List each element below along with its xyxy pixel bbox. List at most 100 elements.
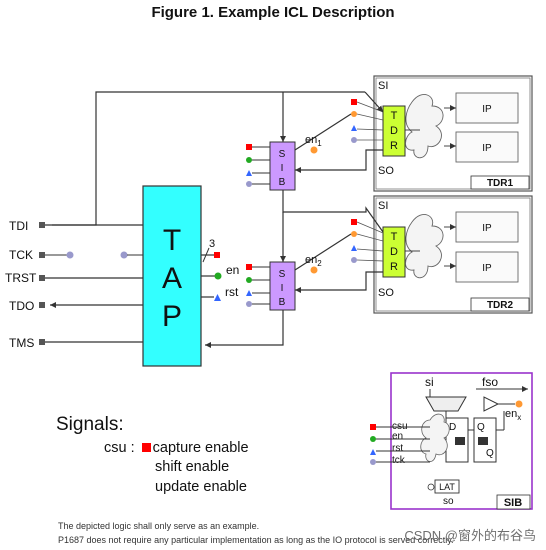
tap-controller: T A P 3 en rst bbox=[120, 185, 239, 367]
port-tdi-square bbox=[39, 222, 45, 228]
tdr1-letter-t: T bbox=[391, 110, 398, 122]
footnote-line-2: P1687 does not require any particular im… bbox=[58, 535, 454, 545]
port-tdo-square bbox=[39, 302, 45, 308]
figure-title: Figure 1. Example ICL Description bbox=[151, 4, 395, 21]
sib2-block bbox=[269, 261, 296, 311]
sib-detail: si fso D Q Q enx csu en rst bbox=[370, 372, 533, 510]
tdr2-name-box bbox=[470, 297, 530, 312]
sib-detail-en-dot bbox=[370, 436, 376, 442]
sib-detail-csu-label: csu bbox=[392, 421, 408, 432]
signals-title: Signals: bbox=[56, 414, 124, 435]
port-tck-square bbox=[39, 252, 45, 258]
sib-detail-enx-dot bbox=[515, 400, 523, 408]
sib-detail-lat-label: LAT bbox=[439, 482, 455, 492]
en2-label: en2 bbox=[305, 254, 322, 268]
sib-detail-csu-square bbox=[370, 424, 376, 430]
en1-label: en1 bbox=[305, 134, 322, 148]
sib-detail-tck-label: tck bbox=[392, 455, 406, 466]
port-tck-dot bbox=[66, 251, 74, 259]
tap-rst-label: rst bbox=[225, 285, 239, 299]
sib-detail-rst-label: rst bbox=[392, 443, 403, 454]
tdr1-so-label: SO bbox=[378, 165, 394, 177]
sib1-letter-s: S bbox=[279, 149, 286, 160]
sib-detail-name: SIB bbox=[504, 497, 522, 509]
scan-wiring bbox=[52, 91, 384, 348]
sib-detail-rst-triangle bbox=[370, 449, 376, 455]
sib-detail-fso-label: fso bbox=[482, 375, 498, 389]
sib-detail-buffer bbox=[483, 396, 500, 412]
signal-update: update enable bbox=[155, 479, 247, 495]
sib1-letter-b: B bbox=[279, 177, 286, 188]
tdr2-update-triangle bbox=[351, 245, 357, 251]
tap-en-label: en bbox=[226, 263, 239, 277]
sib1-letter-i: I bbox=[281, 163, 284, 174]
sib-detail-mux bbox=[425, 396, 467, 412]
tdr2-region: SI SO TDR2 T D R IP IP bbox=[351, 195, 533, 314]
sib-detail-so-label: so bbox=[443, 496, 454, 507]
tdr1-ip-bottom bbox=[455, 131, 519, 163]
capture-square-icon bbox=[141, 443, 151, 452]
watermark: CSDN @窗外的布谷鸟 bbox=[404, 528, 536, 543]
tdr1-tck-dot bbox=[351, 137, 357, 143]
tdr2-name: TDR2 bbox=[487, 300, 514, 311]
tap-capture-square bbox=[214, 252, 220, 258]
sib2-update-triangle bbox=[246, 290, 252, 296]
tdr2-si-label: SI bbox=[378, 200, 388, 212]
tdr2-letter-r: R bbox=[390, 261, 398, 273]
sib2: S I B bbox=[246, 261, 296, 311]
tap-letter-t: T bbox=[163, 224, 181, 257]
sib-detail-si-label: si bbox=[425, 375, 434, 389]
tdr2-ip-bottom bbox=[455, 251, 519, 283]
tap-letter-a: A bbox=[162, 262, 182, 295]
sib-detail-tck-dot bbox=[370, 459, 376, 465]
sib2-capture-square bbox=[246, 264, 252, 270]
tap-block bbox=[142, 185, 202, 367]
sib1-capture-square bbox=[246, 144, 252, 150]
tdr1-name-box bbox=[470, 175, 530, 190]
tdr1-shift-dot bbox=[351, 111, 357, 117]
tap-bus-width: 3 bbox=[209, 238, 215, 250]
port-tdo-label: TDO bbox=[9, 299, 34, 313]
sib-detail-enx-label: enx bbox=[505, 408, 521, 422]
footnote-line-1: The depicted logic shall only serve as a… bbox=[58, 521, 260, 531]
signal-capture-label: capture enable bbox=[152, 440, 249, 456]
tdr1-cloud bbox=[405, 94, 444, 159]
signal-csu-prefix: csu : bbox=[104, 440, 135, 456]
tap-letter-p: P bbox=[162, 300, 182, 333]
tdr2-letter-t: T bbox=[391, 231, 398, 243]
sib-detail-cloud bbox=[420, 413, 450, 462]
tdr1-ip-bottom-label: IP bbox=[482, 143, 492, 154]
port-trst-label: TRST bbox=[5, 271, 37, 285]
tdr2-ip-top-label: IP bbox=[482, 223, 492, 234]
sib1-block bbox=[269, 141, 296, 191]
ports: TDI TCK TRST TDO TMS bbox=[5, 219, 143, 350]
tdr2-tck-dot bbox=[351, 257, 357, 263]
port-tck-label: TCK bbox=[9, 248, 33, 262]
tdr2-so-label: SO bbox=[378, 287, 394, 299]
sib-detail-ff2-q: Q bbox=[477, 422, 485, 433]
tdr2-letter-d: D bbox=[390, 246, 398, 258]
signal-capture: csu : capture enable bbox=[104, 440, 249, 456]
sib-detail-ff1-d: D bbox=[449, 422, 456, 433]
tdr2-ip-top bbox=[455, 211, 519, 243]
tap-shift-dot bbox=[214, 272, 222, 280]
tdr1-block bbox=[382, 105, 406, 157]
tdr2-ip-bottom-label: IP bbox=[482, 263, 492, 274]
sib-detail-name-box bbox=[496, 494, 531, 510]
sib2-letter-s: S bbox=[279, 269, 286, 280]
sib-detail-ff2-q2: Q bbox=[486, 448, 494, 459]
tdr2-shift-dot bbox=[351, 231, 357, 237]
en2-dot bbox=[310, 266, 318, 274]
sib1-update-triangle bbox=[246, 170, 252, 176]
tdr1-name: TDR1 bbox=[487, 178, 514, 189]
tap-tck-dot bbox=[120, 251, 128, 259]
tdr2-block bbox=[382, 226, 406, 278]
port-tms-label: TMS bbox=[9, 336, 34, 350]
sib-detail-lat bbox=[434, 479, 460, 494]
signal-shift: shift enable bbox=[155, 459, 230, 475]
sib-detail-en-label: en bbox=[392, 431, 403, 442]
tdr1-ip-top-label: IP bbox=[482, 104, 492, 115]
tdr1-si-label: SI bbox=[378, 80, 388, 92]
tap-update-triangle bbox=[214, 294, 221, 301]
